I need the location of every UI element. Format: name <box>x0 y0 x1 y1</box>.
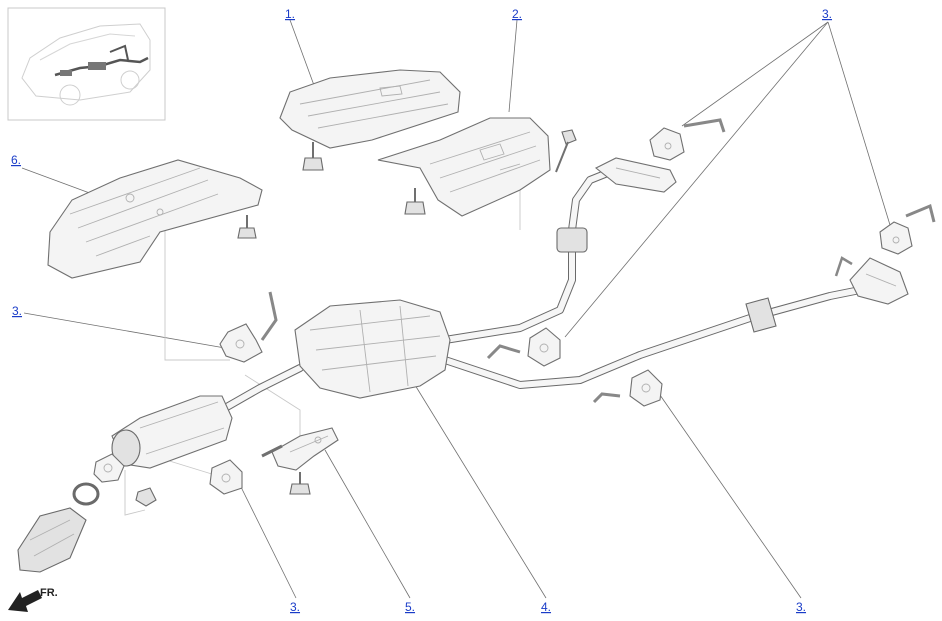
bolt-heat-shield-center[interactable] <box>404 188 426 215</box>
catalytic-converter[interactable] <box>17 507 87 573</box>
gasket[interactable] <box>72 482 100 506</box>
front-label: FR. <box>40 587 58 599</box>
callout-3-bottom-right[interactable]: 3. <box>796 600 806 614</box>
callout-4[interactable]: 4. <box>541 600 551 614</box>
callout-3-bottom-left[interactable]: 3. <box>290 600 300 614</box>
heat-shield-center[interactable] <box>377 117 551 217</box>
hanger-bracket-right[interactable] <box>834 203 936 277</box>
callout-3-left[interactable]: 3. <box>12 304 22 318</box>
rear-muffler[interactable] <box>294 299 451 399</box>
callout-1[interactable]: 1. <box>285 7 295 21</box>
callout-6[interactable]: 6. <box>11 153 21 167</box>
heat-shield-upper[interactable] <box>279 69 461 149</box>
front-direction-indicator: FR. <box>8 587 58 612</box>
resonator-right[interactable] <box>745 297 777 333</box>
nut[interactable] <box>135 487 157 507</box>
callout-labels: 1. 2. 3. 6. 3. 3. 5. 4. 3. <box>11 7 832 614</box>
flange[interactable] <box>93 453 125 483</box>
callout-2[interactable]: 2. <box>512 7 522 21</box>
hanger-bracket-top[interactable] <box>649 118 726 161</box>
heat-shield-front[interactable] <box>47 159 263 279</box>
hanger-rubber-1[interactable] <box>219 291 278 363</box>
bolt-heat-shield-upper[interactable] <box>302 142 324 171</box>
resonator-left[interactable] <box>556 227 588 253</box>
bolt-center-pipe[interactable] <box>555 129 577 173</box>
bolt-heat-shield-front[interactable] <box>237 215 257 239</box>
callout-5[interactable]: 5. <box>405 600 415 614</box>
callout-3-top[interactable]: 3. <box>822 7 832 21</box>
tailpipe-right[interactable] <box>849 257 909 305</box>
leader-lines <box>21 19 891 599</box>
tailpipe-left[interactable] <box>594 157 677 193</box>
vehicle-locator-thumbnail <box>7 7 166 121</box>
hanger-rubber-4[interactable] <box>592 369 663 407</box>
hanger-rubber-3[interactable] <box>486 327 561 367</box>
arrow-left-down-icon <box>8 590 42 612</box>
bracket[interactable] <box>261 427 339 471</box>
hanger-rubber-2[interactable] <box>209 459 243 495</box>
bolt-bracket[interactable] <box>289 472 311 495</box>
front-muffler[interactable] <box>111 395 233 469</box>
